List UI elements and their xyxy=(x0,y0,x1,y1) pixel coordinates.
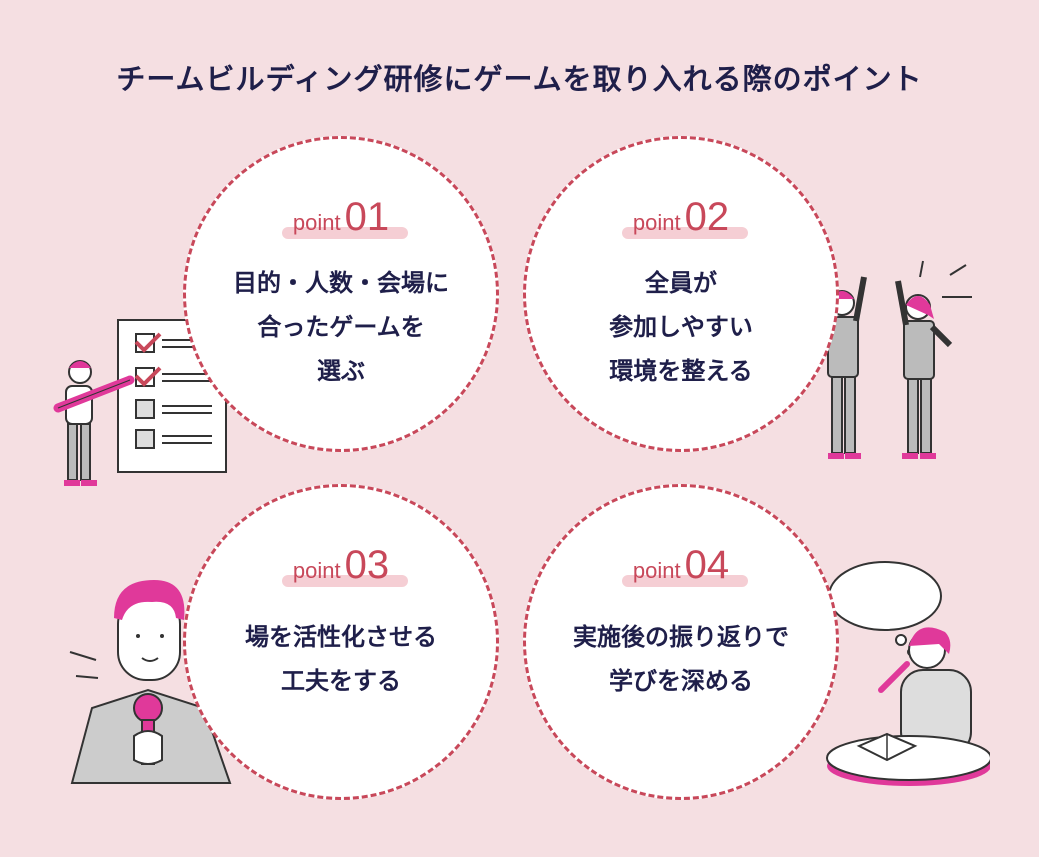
point-text-line: 選ぶ xyxy=(317,357,365,385)
brush-underline xyxy=(622,227,748,239)
brush-underline xyxy=(282,575,408,587)
point-text-line: 環境を整える xyxy=(609,357,753,385)
notebook-icon xyxy=(856,732,918,762)
point-text-line: 参加しやすい xyxy=(609,313,753,341)
point-number: 04 xyxy=(684,543,730,587)
point-text-line: 学びを深める xyxy=(609,667,753,695)
point-text: 全員が 参加しやすい 環境を整える xyxy=(536,261,826,393)
point-text-line: 場を活性化させる xyxy=(245,623,437,651)
point-text-line: 実施後の振り返りで xyxy=(573,623,789,651)
point-text-line: 工夫をする xyxy=(281,667,401,695)
woman-cheering xyxy=(895,280,953,459)
point-text-line: 全員が xyxy=(645,269,717,297)
microphone-icon xyxy=(133,693,163,765)
point-text: 実施後の振り返りで 学びを深める xyxy=(536,615,826,703)
point-number: 02 xyxy=(684,195,730,239)
point-number: 01 xyxy=(344,195,390,239)
page-title: チームビルディング研修にゲームを取り入れる際のポイント xyxy=(116,62,923,96)
brush-underline xyxy=(282,227,408,239)
cheering-people-illustration xyxy=(796,260,972,459)
point-text: 目的・人数・会場に 合ったゲームを 選ぶ xyxy=(196,261,486,393)
point-word: point xyxy=(292,558,341,583)
person-with-pencil xyxy=(53,360,135,486)
reflection-person-illustration xyxy=(826,561,990,786)
speaker-with-microphone-illustration xyxy=(69,580,232,784)
point-text-line: 合ったゲームを xyxy=(257,313,425,341)
point-number: 03 xyxy=(344,543,390,587)
point-word: point xyxy=(632,210,681,235)
brush-underline xyxy=(622,575,748,587)
point-word: point xyxy=(292,210,341,235)
point-word: point xyxy=(632,558,681,583)
point-text: 場を活性化させる 工夫をする xyxy=(196,615,486,703)
point-text-line: 目的・人数・会場に xyxy=(233,269,449,297)
